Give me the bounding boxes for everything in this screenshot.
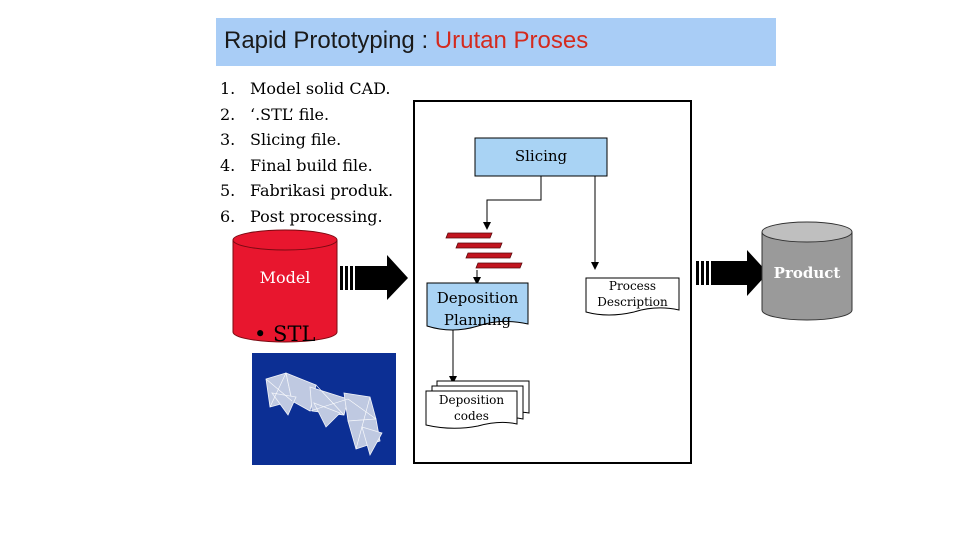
step-item: 6. Post processing. — [220, 204, 393, 230]
process-description-line-1: Process — [608, 279, 657, 293]
step-text: Model solid CAD. — [250, 79, 391, 98]
slicing-box — [474, 137, 608, 177]
title-bar: Rapid Prototyping : Urutan Proses — [216, 18, 776, 66]
product-cylinder — [761, 221, 853, 321]
step-text: Final build file. — [250, 155, 373, 175]
slicing-label: Slicing — [514, 147, 568, 165]
process-description-label: Process Description — [586, 278, 679, 310]
title-main: Rapid Prototyping : — [224, 27, 435, 54]
model-label: Model — [259, 268, 311, 287]
block-arrow-product — [696, 250, 768, 296]
deposition-codes-line-2: codes — [454, 409, 489, 423]
slice-stack-icon — [445, 232, 523, 269]
step-text: Slicing file. — [250, 130, 342, 149]
deposition-planning-line-1: Deposition — [436, 289, 519, 307]
step-number: 1. — [220, 79, 236, 98]
deposition-codes-line-1: Deposition — [438, 393, 505, 407]
model-cylinder — [232, 229, 338, 343]
step-number: 4. — [220, 155, 236, 175]
step-text: Fabrikasi produk. — [250, 181, 394, 200]
step-item: 1. Model solid CAD. — [220, 76, 393, 102]
step-number: 3. — [220, 130, 236, 149]
deposition-codes-label: Deposition codes — [426, 392, 517, 424]
step-text: ‘.STL’ file. — [250, 104, 330, 124]
step-number: 6. — [220, 206, 236, 226]
process-description-line-2: Description — [597, 295, 668, 309]
step-item: 3. Slicing file. — [220, 127, 393, 153]
step-list: 1. Model solid CAD. 2. ‘.STL’ file. 3. Slic… — [220, 76, 393, 229]
stl-wireframe-graphic — [265, 372, 383, 457]
product-label: Product — [773, 264, 841, 282]
step-number: 2. — [220, 104, 236, 124]
page-title: Rapid Prototyping : Urutan Proses — [224, 27, 588, 55]
stl-label: • STL — [254, 322, 316, 346]
deposition-codes-box — [425, 380, 530, 429]
step-item: 4. Final build file. — [220, 153, 393, 179]
step-item: 5. Fabrikasi produk. — [220, 178, 393, 204]
stl-model-image — [252, 353, 396, 465]
connector-slicing-slices — [483, 176, 542, 230]
deposition-planning-line-2: Planning — [443, 311, 512, 329]
step-number: 5. — [220, 181, 236, 200]
step-item: 2. ‘.STL’ file. — [220, 102, 393, 128]
deposition-planning-label: Deposition Planning — [427, 287, 528, 331]
deposition-planning-box — [426, 282, 529, 331]
title-highlight: Urutan Proses — [434, 27, 589, 54]
process-description-box — [585, 277, 680, 316]
step-text: Post processing. — [250, 206, 383, 226]
block-arrow-model — [340, 255, 408, 300]
